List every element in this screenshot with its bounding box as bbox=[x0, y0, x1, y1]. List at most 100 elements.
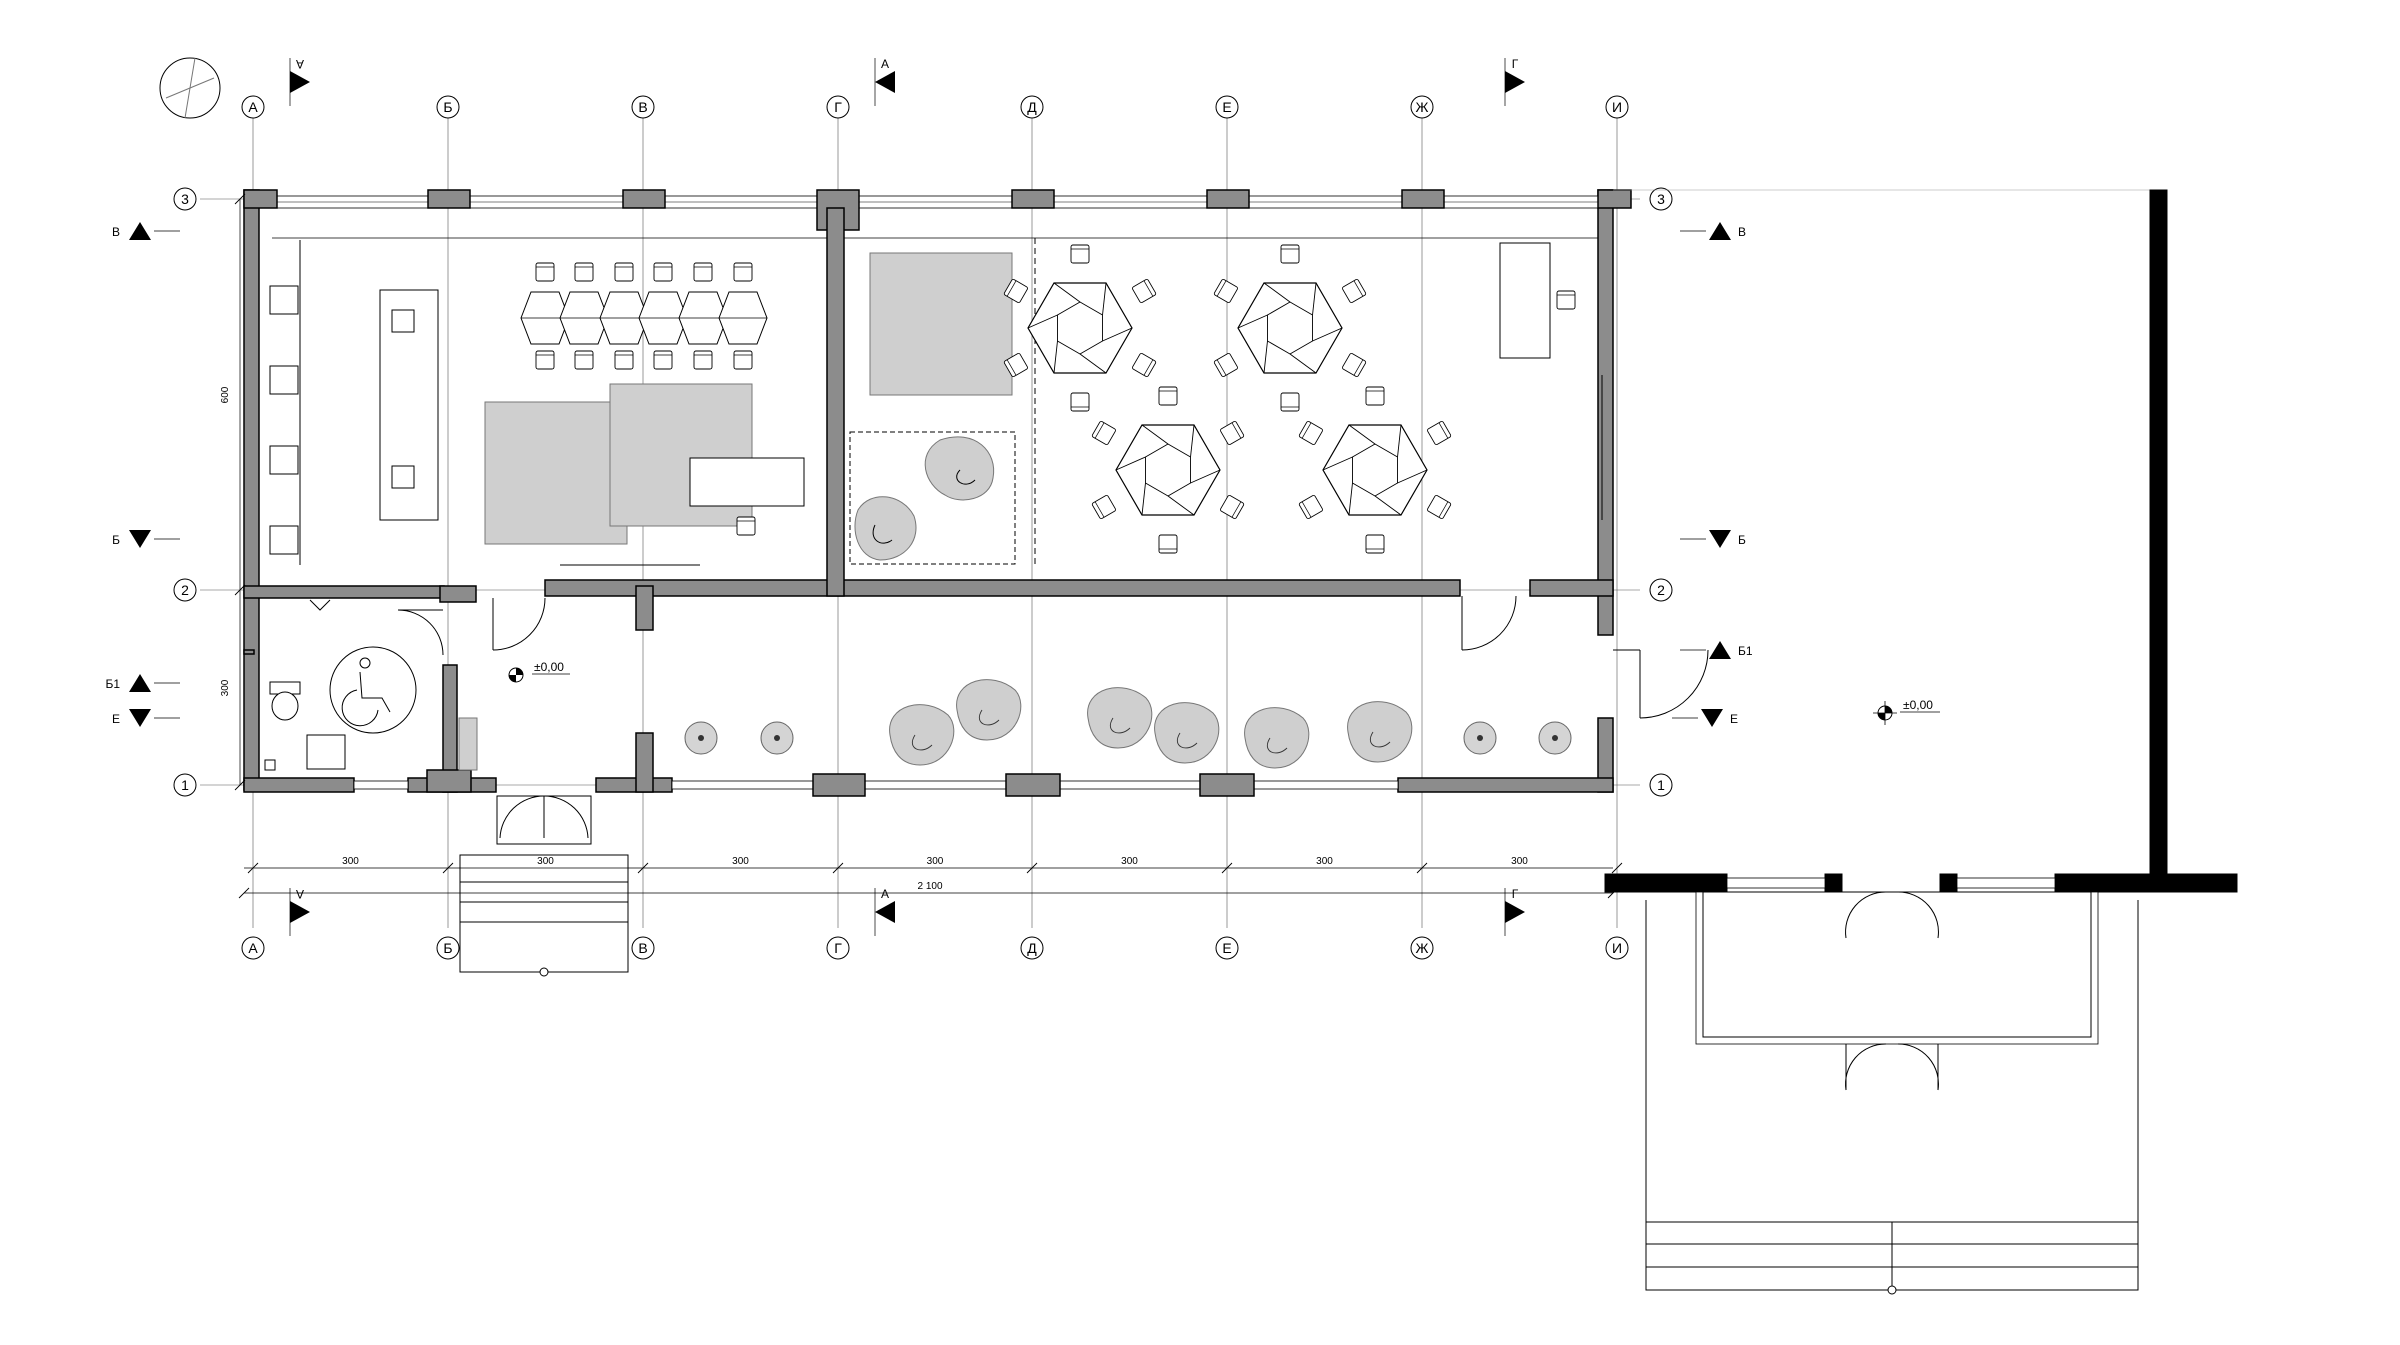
section-label: А bbox=[881, 57, 889, 71]
section-marker-e_left: Е bbox=[112, 709, 180, 727]
dimension-span: 300 bbox=[1511, 856, 1528, 867]
workshop-furniture bbox=[269, 240, 805, 566]
chair bbox=[733, 262, 753, 282]
section-label: А bbox=[881, 887, 889, 901]
axis-label: Е bbox=[1222, 99, 1231, 115]
chair bbox=[1131, 278, 1157, 304]
section-label: Б1 bbox=[105, 677, 120, 691]
dimension-span: 300 bbox=[1316, 856, 1333, 867]
row-label: 3 bbox=[1657, 191, 1665, 207]
axis-label: Ж bbox=[1416, 99, 1429, 115]
row-marker-left-1: 1 bbox=[173, 773, 197, 797]
axis-label: Ж bbox=[1416, 940, 1429, 956]
axis-label: А bbox=[248, 940, 258, 956]
axis-marker-top-1: А bbox=[241, 95, 265, 119]
bean-bag bbox=[889, 704, 955, 766]
level-marker-vestibule: ±0,00 bbox=[508, 660, 570, 683]
section-marker-v_left: В bbox=[112, 222, 180, 240]
level-marker-terrace: ±0,00 bbox=[1873, 698, 1940, 725]
section-label: В bbox=[112, 225, 120, 239]
row-label: 2 bbox=[1657, 582, 1665, 598]
bean-bag bbox=[1154, 702, 1220, 764]
section-label: Г bbox=[1512, 887, 1519, 901]
chair bbox=[535, 350, 555, 370]
axis-marker-top-3: В bbox=[631, 95, 655, 119]
chair bbox=[1365, 534, 1385, 554]
dimension-span: 300 bbox=[732, 856, 749, 867]
reception-desk bbox=[1499, 242, 1603, 520]
level-label-terrace: ±0,00 bbox=[1903, 698, 1933, 712]
top-piers bbox=[243, 189, 1632, 231]
chair bbox=[653, 350, 673, 370]
row-marker-right-3: 3 bbox=[1649, 187, 1673, 211]
chair bbox=[1158, 386, 1178, 406]
section-marker-a2_top: А bbox=[874, 57, 895, 106]
section-label: А bbox=[296, 887, 304, 901]
row-label: 2 bbox=[181, 582, 189, 598]
axis-marker-bottom-2: Б bbox=[436, 936, 460, 960]
bottom-piers bbox=[812, 773, 1255, 797]
axis-label: Г bbox=[834, 99, 842, 115]
hexagon-table bbox=[1213, 244, 1367, 412]
axis-marker-top-5: Д bbox=[1020, 95, 1044, 119]
section-label: Е bbox=[112, 712, 120, 726]
accessible-wc bbox=[264, 599, 417, 771]
section-marker-a_bottom: А bbox=[289, 887, 310, 936]
dimension-span: 300 bbox=[1121, 856, 1138, 867]
section-marker-a_top: А bbox=[289, 57, 310, 106]
dimension-total: 2 100 bbox=[917, 881, 942, 892]
row-marker-left-2: 2 bbox=[173, 578, 197, 602]
chair bbox=[1091, 494, 1117, 520]
axis-label: А bbox=[248, 99, 258, 115]
chair bbox=[1219, 494, 1245, 520]
entrance-stairs bbox=[459, 854, 629, 977]
chair bbox=[1158, 534, 1178, 554]
axis-marker-top-6: Е bbox=[1215, 95, 1239, 119]
chair bbox=[1365, 386, 1385, 406]
chair bbox=[1426, 420, 1452, 446]
lounge-area bbox=[849, 238, 1036, 565]
chair bbox=[1213, 278, 1239, 304]
axis-marker-top-4: Г bbox=[826, 95, 850, 119]
doors bbox=[397, 595, 1709, 845]
row-marker-right-2: 2 bbox=[1649, 578, 1673, 602]
axis-marker-top-7: Ж bbox=[1410, 95, 1434, 119]
section-marker-g_top: Г bbox=[1504, 57, 1525, 106]
axis-label: Б bbox=[443, 940, 452, 956]
chair bbox=[733, 350, 753, 370]
axis-marker-bottom-4: Г bbox=[826, 936, 850, 960]
hexagon-table bbox=[1298, 386, 1452, 554]
chair bbox=[1341, 352, 1367, 378]
round-stool bbox=[684, 721, 718, 755]
chair bbox=[1070, 392, 1090, 412]
row-marker-left-3: 3 bbox=[173, 187, 197, 211]
axis-label: И bbox=[1612, 940, 1622, 956]
round-stool bbox=[1538, 721, 1572, 755]
axis-label: Д bbox=[1027, 99, 1037, 115]
section-label: Б bbox=[112, 533, 120, 547]
hexagon-table bbox=[1091, 386, 1245, 554]
chair bbox=[1070, 244, 1090, 264]
section-marker-b1_left: Б1 bbox=[105, 674, 180, 692]
axis-marker-bottom-3: В bbox=[631, 936, 655, 960]
row-label: 3 bbox=[181, 191, 189, 207]
section-marker-b_right: Б bbox=[1680, 530, 1746, 548]
corridor-seating bbox=[684, 679, 1572, 769]
chair bbox=[535, 262, 555, 282]
section-label: Г bbox=[1512, 57, 1519, 71]
bean-bag bbox=[1244, 707, 1310, 769]
axis-label: И bbox=[1612, 99, 1622, 115]
vestibule: ±0,00 bbox=[458, 660, 570, 771]
conference-table-segment bbox=[718, 262, 768, 370]
north-arrow-icon bbox=[159, 57, 221, 119]
dimension-span: 300 bbox=[537, 856, 554, 867]
hexagon-table bbox=[1003, 244, 1157, 412]
row-label: 1 bbox=[1657, 777, 1665, 793]
axis-marker-bottom-6: Е bbox=[1215, 936, 1239, 960]
chair bbox=[1426, 494, 1452, 520]
axis-marker-bottom-5: Д bbox=[1020, 936, 1044, 960]
